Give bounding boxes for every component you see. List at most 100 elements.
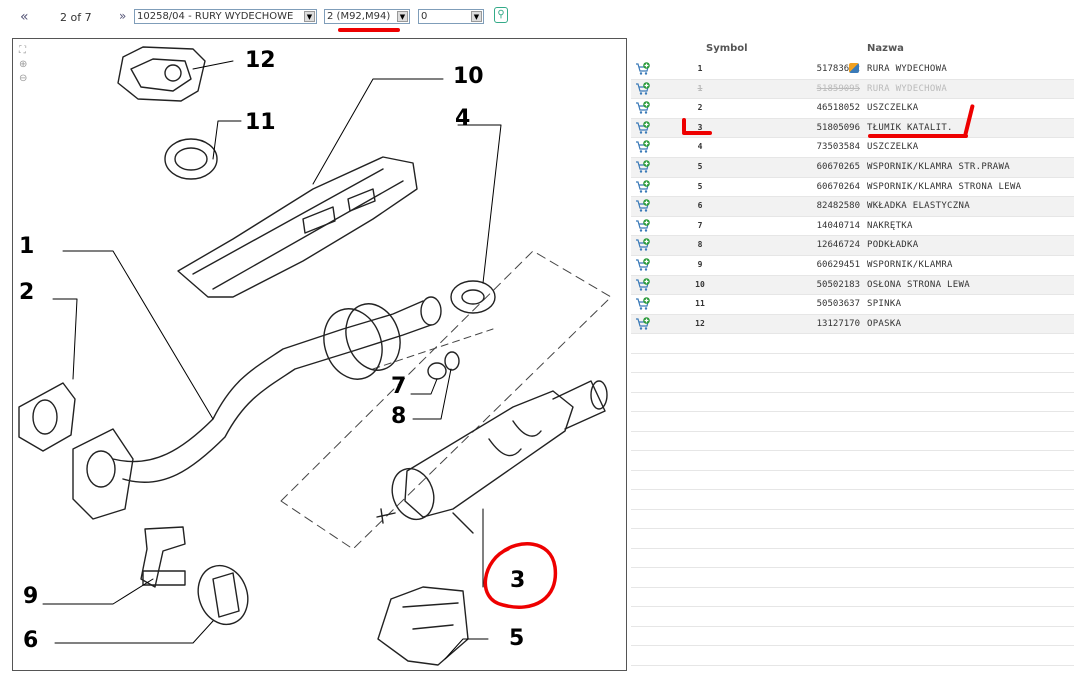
cell-part-name: USZCZELKA bbox=[867, 103, 919, 114]
cell-part-number[interactable]: 12646724 bbox=[816, 240, 860, 251]
cell-part-name: TŁUMIK KATALIT. bbox=[867, 122, 953, 133]
leader-5 bbox=[444, 638, 489, 660]
empty-row bbox=[631, 412, 1074, 432]
empty-row bbox=[631, 393, 1074, 413]
cell-part-name: WSPORNIK/KLAMRA bbox=[867, 260, 953, 270]
add-to-cart-icon[interactable] bbox=[635, 316, 650, 331]
add-to-cart-icon[interactable] bbox=[635, 179, 650, 194]
fit-icon[interactable]: ⛶ bbox=[19, 45, 26, 56]
leader-12 bbox=[192, 60, 234, 70]
add-to-cart-icon[interactable] bbox=[635, 277, 650, 292]
model-select-value: 2 (M92,M94) bbox=[327, 11, 391, 22]
empty-row bbox=[631, 646, 1074, 666]
annotation-mark bbox=[682, 118, 686, 133]
add-to-cart-icon[interactable] bbox=[635, 140, 650, 154]
zoom-out-icon[interactable]: ⊖ bbox=[19, 73, 28, 84]
annotation-mark bbox=[868, 134, 968, 138]
empty-row bbox=[631, 354, 1074, 374]
cell-part-number[interactable]: 50502183 bbox=[816, 279, 860, 290]
cell-part-number[interactable]: 60670264 bbox=[816, 181, 860, 192]
empty-row bbox=[631, 568, 1074, 588]
cell-position: 5 bbox=[697, 162, 703, 171]
cell-part-name: WSPORNIK/KLAMRA STR.PRAWA bbox=[867, 162, 1010, 172]
part-8-washer bbox=[444, 351, 460, 371]
add-to-cart-icon[interactable] bbox=[635, 238, 650, 252]
cell-part-number[interactable]: 51859095 bbox=[816, 83, 860, 94]
cell-part-number[interactable]: 46518052 bbox=[816, 103, 860, 114]
leader-10 bbox=[312, 78, 444, 185]
callout-7: 7 bbox=[391, 374, 406, 399]
cell-part-name: OPASKA bbox=[867, 318, 902, 329]
add-to-cart-icon[interactable] bbox=[635, 258, 650, 272]
info-icon[interactable] bbox=[849, 63, 859, 73]
cell-part-number[interactable]: 13127170 bbox=[816, 318, 860, 329]
parts-diagram: ⛶ ⊕ ⊖ bbox=[12, 38, 627, 671]
table-row[interactable]: 4 73503584 USZCZELKA bbox=[631, 138, 1074, 158]
next-page-button[interactable]: » bbox=[119, 9, 127, 23]
chevron-down-icon: ▼ bbox=[397, 11, 408, 22]
add-to-cart-icon[interactable] bbox=[635, 160, 650, 174]
cell-part-number[interactable]: 60629451 bbox=[816, 260, 860, 270]
callout-6: 6 bbox=[23, 628, 38, 653]
cell-position: 1 bbox=[697, 64, 703, 73]
previous-page-button[interactable]: « bbox=[20, 9, 29, 25]
search-icon[interactable]: ⚲ bbox=[494, 7, 508, 23]
model-select[interactable]: 2 (M92,M94) ▼ bbox=[324, 9, 410, 24]
chevron-down-icon: ▼ bbox=[304, 11, 315, 22]
table-row[interactable]: 5 60670265 WSPORNIK/KLAMRA STR.PRAWA bbox=[631, 158, 1074, 178]
add-to-cart-icon[interactable] bbox=[635, 218, 650, 233]
empty-row bbox=[631, 334, 1074, 354]
empty-row bbox=[631, 451, 1074, 471]
cell-part-number[interactable]: 60670265 bbox=[816, 162, 860, 172]
cell-part-name: SPINKA bbox=[867, 299, 902, 310]
table-row[interactable]: 9 60629451 WSPORNIK/KLAMRA bbox=[631, 256, 1074, 276]
callout-9: 9 bbox=[23, 584, 38, 609]
cell-part-number[interactable]: 50503637 bbox=[816, 299, 860, 310]
column-name: Nazwa bbox=[867, 43, 904, 54]
add-to-cart-icon[interactable] bbox=[635, 62, 650, 76]
cell-part-number[interactable]: 82482580 bbox=[816, 201, 860, 212]
add-to-cart-icon[interactable] bbox=[635, 81, 650, 96]
add-to-cart-icon[interactable] bbox=[635, 101, 650, 115]
empty-row bbox=[631, 373, 1074, 393]
add-to-cart-icon[interactable] bbox=[635, 199, 650, 213]
empty-row bbox=[631, 432, 1074, 452]
cell-part-number[interactable]: 51783692 bbox=[816, 64, 860, 74]
annotation-mark bbox=[682, 131, 712, 135]
add-to-cart-icon[interactable] bbox=[635, 297, 650, 311]
part-2-gasket bbox=[18, 382, 76, 452]
leader-1 bbox=[62, 250, 214, 420]
group-select[interactable]: 10258/04 - RURY WYDECHOWE▼ bbox=[134, 9, 317, 24]
cell-position: 2 bbox=[697, 103, 703, 113]
cell-part-number[interactable]: 51805096 bbox=[816, 122, 860, 133]
part-12-clamp bbox=[117, 46, 206, 102]
add-to-cart-icon[interactable] bbox=[635, 120, 650, 135]
cell-part-number[interactable]: 14040714 bbox=[816, 220, 860, 231]
part-11-clip bbox=[164, 138, 218, 180]
column-symbol: Symbol bbox=[706, 43, 748, 54]
cell-position: 11 bbox=[695, 299, 705, 309]
callout-2: 2 bbox=[19, 280, 34, 305]
empty-row bbox=[631, 627, 1074, 647]
zoom-in-icon[interactable]: ⊕ bbox=[19, 59, 28, 70]
part-10-heatshield bbox=[177, 156, 418, 298]
cell-position: 4 bbox=[697, 142, 703, 152]
table-row[interactable]: 11 50503637 SPINKA bbox=[631, 295, 1074, 315]
cell-position: 9 bbox=[697, 260, 703, 269]
cell-position: 6 bbox=[697, 201, 703, 211]
revision-select[interactable]: 0▼ bbox=[418, 9, 484, 24]
leader-4 bbox=[457, 124, 502, 284]
cell-part-number[interactable]: 73503584 bbox=[816, 142, 860, 153]
cell-part-name: USZCZELKA bbox=[867, 142, 919, 153]
table-row[interactable]: 2 46518052 USZCZELKA bbox=[631, 99, 1074, 119]
